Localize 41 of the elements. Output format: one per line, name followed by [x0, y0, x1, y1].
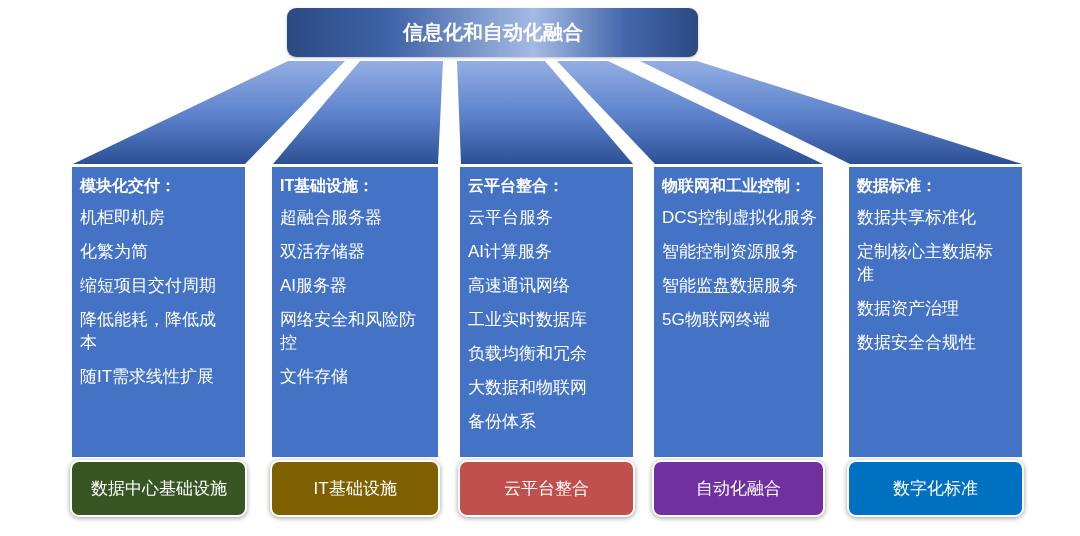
category-panel — [654, 167, 823, 457]
list-item: 双活存储器 — [280, 240, 366, 263]
list-item: 降低能耗，降低成本 — [80, 308, 217, 354]
category-panel — [272, 167, 438, 457]
list-item: 备份体系 — [468, 410, 537, 433]
list-item: 数据共享标准化 — [857, 206, 977, 229]
category-panel — [460, 167, 633, 457]
panel-heading: 云平台整合： — [468, 176, 565, 196]
panel-heading: 数据标准： — [857, 176, 938, 196]
list-item: 文件存储 — [280, 365, 349, 388]
title-banner: 信息化和自动化融合 — [287, 8, 698, 57]
list-item: 网络安全和风险防控 — [280, 308, 417, 354]
list-item: 云平台服务 — [468, 206, 554, 229]
list-item: 机柜即机房 — [80, 206, 166, 229]
list-item: AI计算服务 — [468, 240, 554, 263]
list-item: DCS控制虚拟化服务 — [662, 206, 818, 229]
category-panel — [849, 167, 1022, 457]
category-panel — [72, 167, 245, 457]
list-item: 定制核心主数据标准 — [857, 240, 994, 286]
list-item: 随IT需求线性扩展 — [80, 365, 216, 388]
list-item: 5G物联网终端 — [662, 308, 771, 331]
list-item: 化繁为简 — [80, 240, 149, 263]
panel-heading: IT基础设施： — [280, 176, 376, 196]
category-tag: 自动化融合 — [652, 460, 825, 517]
list-item: 工业实时数据库 — [468, 308, 588, 331]
category-tag: 云平台整合 — [458, 460, 635, 517]
list-item: AI服务器 — [280, 274, 349, 297]
list-item: 数据安全合规性 — [857, 331, 977, 354]
panel-heading: 物联网和工业控制： — [662, 176, 807, 196]
panel-heading: 模块化交付： — [80, 176, 177, 196]
category-tag: 数据中心基础设施 — [70, 460, 247, 517]
list-item: 智能控制资源服务 — [662, 240, 799, 263]
list-item: 超融合服务器 — [280, 206, 383, 229]
list-item: 大数据和物联网 — [468, 376, 588, 399]
list-item: 缩短项目交付周期 — [80, 274, 217, 297]
list-item: 负载均衡和冗余 — [468, 342, 588, 365]
list-item: 智能监盘数据服务 — [662, 274, 799, 297]
category-tag: IT基础设施 — [270, 460, 440, 517]
list-item: 数据资产治理 — [857, 297, 960, 320]
list-item: 高速通讯网络 — [468, 274, 571, 297]
category-tag: 数字化标准 — [847, 460, 1024, 517]
